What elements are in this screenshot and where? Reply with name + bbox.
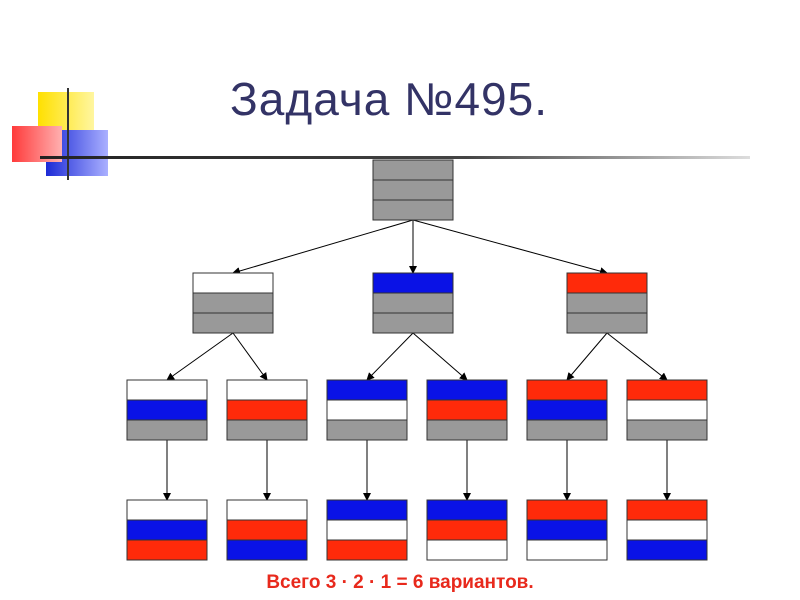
flag-stripe-red [226, 519, 308, 541]
flag-stripe-white [192, 272, 274, 294]
flag-stripe-red [626, 499, 708, 521]
flag-stripe-gray [626, 419, 708, 441]
level2-node [326, 379, 408, 441]
flag-stripe-gray [372, 312, 454, 334]
flag-stripe-blue [626, 539, 708, 561]
flag-stripe-gray [326, 419, 408, 441]
flag-stripe-gray [372, 292, 454, 314]
flag-stripe-gray [566, 292, 648, 314]
flag-stripe-blue [126, 399, 208, 421]
flag-stripe-white [226, 379, 308, 401]
flag-stripe-gray [426, 419, 508, 441]
flag-stripe-blue [126, 519, 208, 541]
flag-stripe-white [126, 379, 208, 401]
flag-stripe-white [326, 519, 408, 541]
flag-stripe-red [426, 399, 508, 421]
flag-stripe-white [326, 399, 408, 421]
flag-stripe-white [526, 539, 608, 561]
flag-stripe-white [226, 499, 308, 521]
level2-node [426, 379, 508, 441]
flag-stripe-white [426, 539, 508, 561]
flag-stripe-blue [526, 519, 608, 541]
tree-arrow [412, 219, 608, 276]
tree-edges [163, 219, 671, 501]
deco-vertical-line [67, 88, 69, 180]
tree-nodes [126, 159, 708, 561]
flag-stripe-gray [372, 179, 454, 201]
flag-stripe-blue [426, 499, 508, 521]
page-title: Задача №495. [230, 73, 548, 125]
title-underline [40, 156, 750, 159]
flag-stripe-blue [526, 399, 608, 421]
flag-stripe-red [626, 379, 708, 401]
flag-stripe-red [226, 399, 308, 421]
flag-stripe-blue [426, 379, 508, 401]
flag-stripe-blue [372, 272, 454, 294]
level3-node [526, 499, 608, 561]
flag-stripe-gray [526, 419, 608, 441]
level2-node [226, 379, 308, 441]
tree-arrow [606, 332, 668, 381]
level3-node [226, 499, 308, 561]
flag-stripe-gray [566, 312, 648, 334]
flag-stripe-blue [326, 379, 408, 401]
tree-arrow [232, 219, 414, 275]
flag-stripe-red [526, 499, 608, 521]
flag-stripe-red [566, 272, 648, 294]
level1-node [566, 272, 648, 334]
level2-node [126, 379, 208, 441]
total-variants-text: Всего 3 · 2 · 1 = 6 вариантов. [266, 572, 534, 593]
tree-arrow [166, 332, 234, 381]
level3-node [426, 499, 508, 561]
tree-arrow [412, 332, 468, 381]
tree-arrow [366, 332, 414, 381]
flag-stripe-white [626, 399, 708, 421]
root-node [372, 159, 454, 221]
tree-arrow [566, 332, 608, 381]
level3-node [626, 499, 708, 561]
flag-stripe-white [626, 519, 708, 541]
level3-node [326, 499, 408, 561]
tree-arrow [232, 332, 268, 381]
flag-stripe-gray [372, 199, 454, 221]
level2-node [526, 379, 608, 441]
flag-stripe-red [126, 539, 208, 561]
flag-stripe-blue [226, 539, 308, 561]
level3-node [126, 499, 208, 561]
flag-stripe-gray [192, 312, 274, 334]
level2-node [626, 379, 708, 441]
flag-stripe-red [526, 379, 608, 401]
flag-stripe-gray [192, 292, 274, 314]
flag-stripe-gray [226, 419, 308, 441]
level1-node [192, 272, 274, 334]
flag-stripe-white [126, 499, 208, 521]
flag-stripe-gray [372, 159, 454, 181]
level1-node [372, 272, 454, 334]
flag-stripe-red [326, 539, 408, 561]
flag-stripe-blue [326, 499, 408, 521]
flag-stripe-red [426, 519, 508, 541]
flag-stripe-gray [126, 419, 208, 441]
